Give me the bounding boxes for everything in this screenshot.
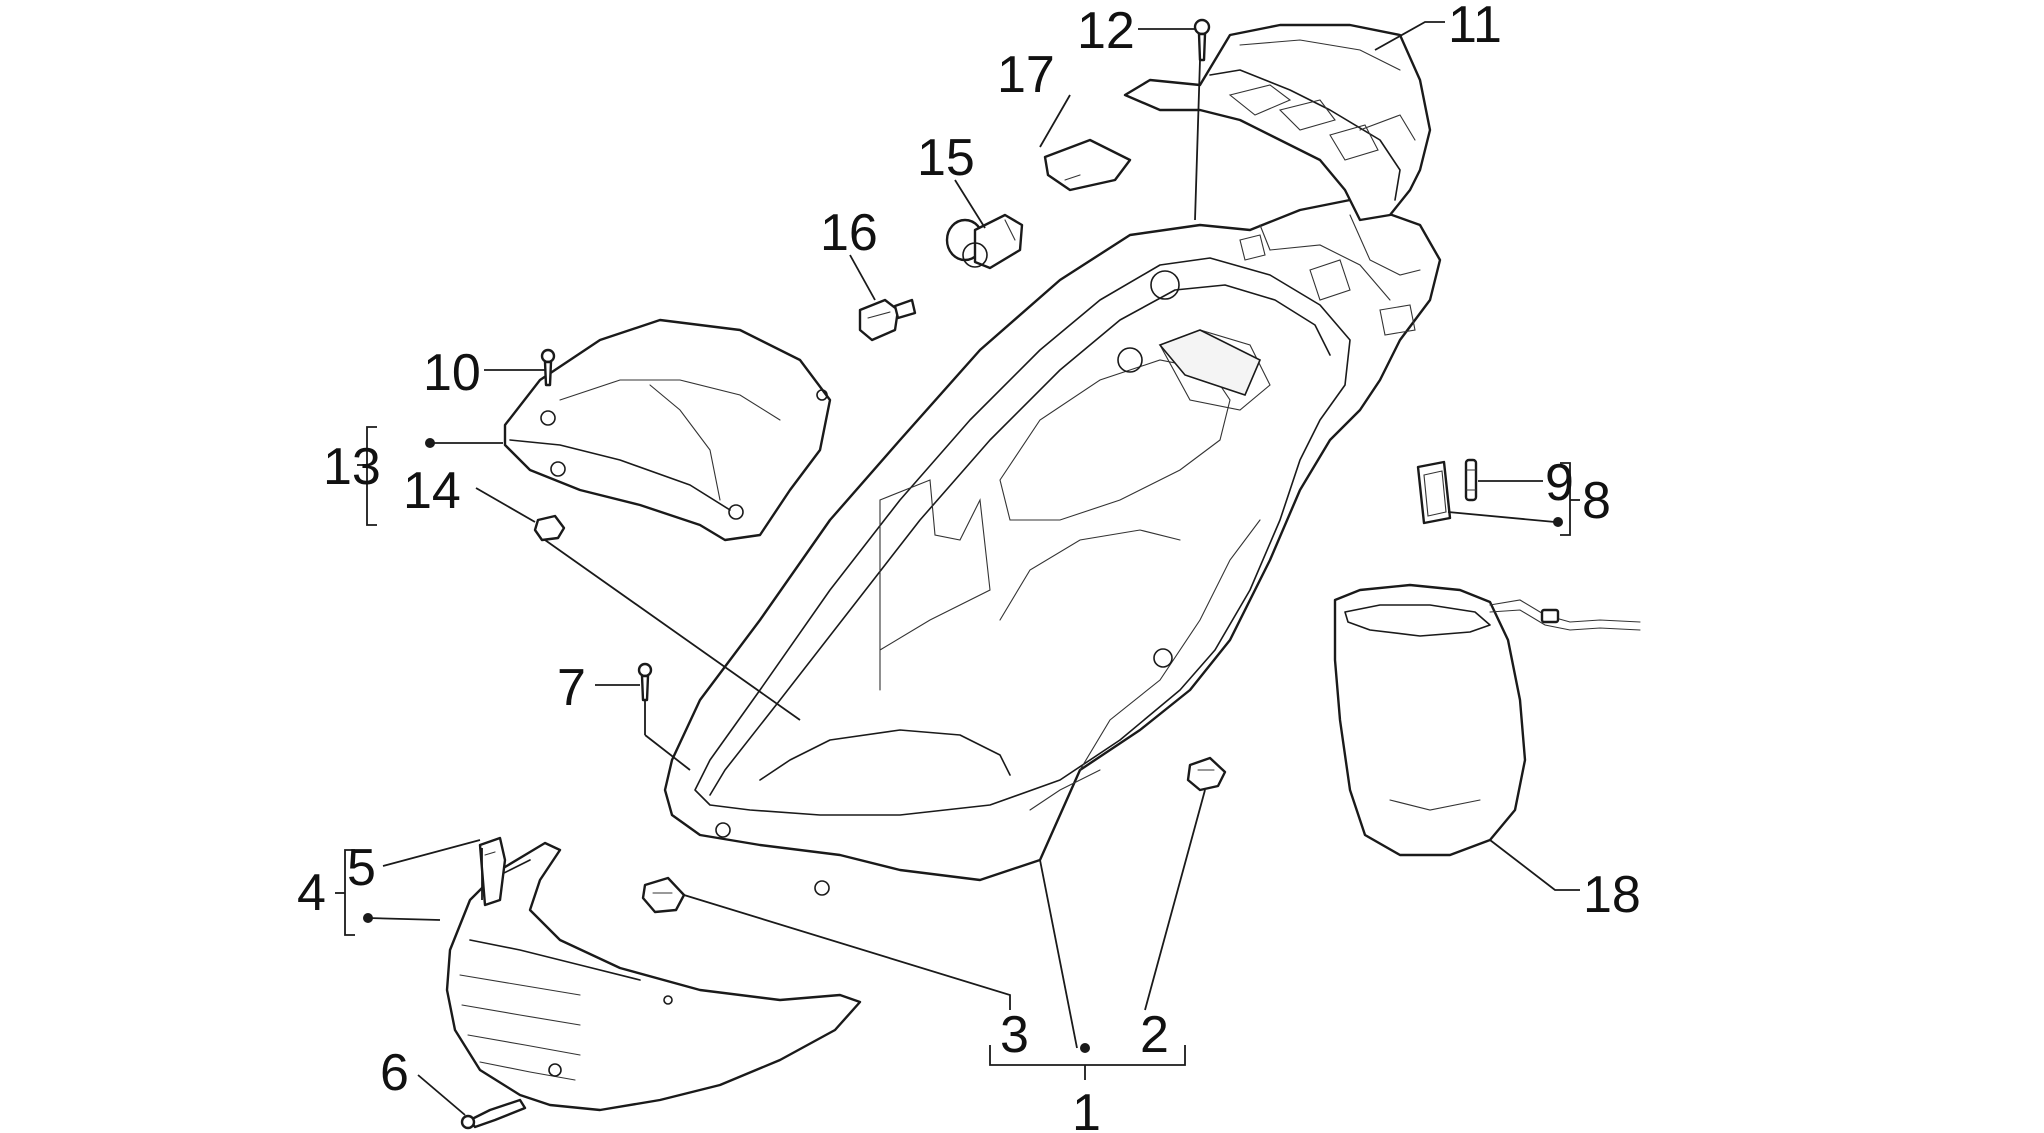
clip-5-part bbox=[478, 836, 507, 907]
callout-3: 3 bbox=[1000, 1006, 1029, 1064]
callout-9: 9 bbox=[1545, 454, 1574, 512]
callout-6: 6 bbox=[380, 1044, 409, 1102]
callout-11: 11 bbox=[1448, 0, 1502, 54]
grouping-brackets bbox=[335, 426, 1580, 1080]
assembly-dot-4 bbox=[363, 913, 373, 923]
screw-6-part bbox=[460, 1098, 527, 1130]
callout-4: 4 bbox=[297, 864, 326, 922]
screw-7-part bbox=[637, 662, 653, 702]
switch-16-part bbox=[858, 298, 917, 342]
callout-13: 13 bbox=[323, 438, 381, 496]
callout-1: 1 bbox=[1072, 1084, 1101, 1133]
screw-10-part bbox=[540, 348, 556, 387]
fuse-holder-8-part bbox=[1416, 460, 1452, 525]
callout-5: 5 bbox=[347, 839, 376, 897]
callout-10: 10 bbox=[423, 344, 481, 402]
leader-lines bbox=[367, 21, 1580, 1116]
storage-liner-18-part bbox=[1333, 583, 1641, 857]
battery-cover-13-part bbox=[503, 318, 832, 542]
callout-14: 14 bbox=[403, 462, 461, 520]
callout-15: 15 bbox=[917, 129, 975, 187]
clip-3-part bbox=[641, 876, 686, 914]
fuse-9-part bbox=[1464, 458, 1478, 502]
callout-18: 18 bbox=[1583, 866, 1641, 924]
rear-lower-cover-part bbox=[445, 841, 862, 1112]
callout-12: 12 bbox=[1077, 2, 1135, 60]
assembly-dot-1 bbox=[1080, 1043, 1090, 1053]
callout-17: 17 bbox=[997, 46, 1055, 104]
clip-14-part bbox=[533, 514, 566, 542]
callout-2: 2 bbox=[1140, 1006, 1169, 1064]
clip-2-part bbox=[1186, 756, 1227, 792]
socket-15-part bbox=[945, 213, 1024, 270]
callout-7: 7 bbox=[557, 659, 586, 717]
screw-12-part bbox=[1193, 18, 1211, 62]
assembly-dot-13 bbox=[425, 438, 435, 448]
callout-labels: 1 2 3 4 5 6 7 8 9 10 11 12 13 14 15 16 1… bbox=[297, 0, 1641, 1133]
small-lid-17-part bbox=[1043, 138, 1132, 192]
assembly-dot-8 bbox=[1553, 517, 1563, 527]
helmet-compartment-part bbox=[663, 198, 1442, 896]
callout-16: 16 bbox=[820, 204, 878, 262]
callout-8: 8 bbox=[1582, 472, 1611, 530]
rear-top-cover-11-part bbox=[1123, 23, 1432, 222]
